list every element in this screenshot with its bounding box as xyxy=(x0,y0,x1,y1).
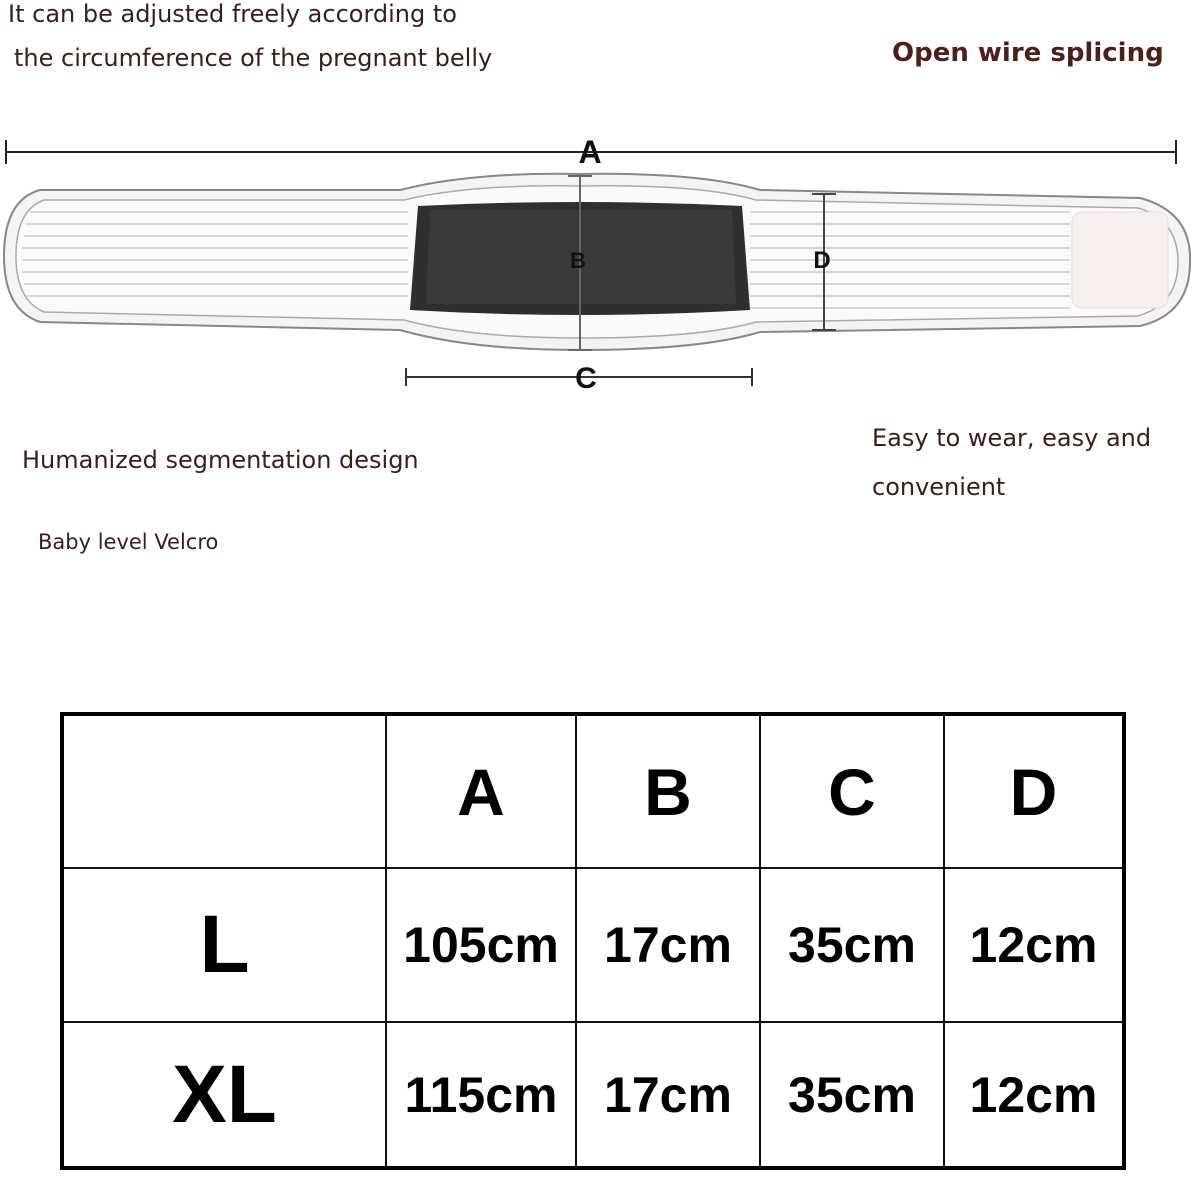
dimension-c-line xyxy=(405,368,753,386)
dimension-a-line xyxy=(5,140,1177,164)
size-table-corner-cell xyxy=(61,713,387,869)
table-cell: 115cm xyxy=(385,1021,577,1169)
table-cell: 17cm xyxy=(575,867,761,1023)
caption-open-wire-splicing: Open wire splicing xyxy=(892,38,1164,68)
caption-humanized-design: Humanized segmentation design xyxy=(22,446,419,474)
velcro-pad xyxy=(1071,211,1169,309)
caption-baby-level-velcro: Baby level Velcro xyxy=(38,530,219,554)
table-cell: 35cm xyxy=(759,1021,945,1169)
dimension-b-line xyxy=(568,175,592,351)
size-table: A B C D L 105cm 17cm 35cm 12cm XL 115cm … xyxy=(60,712,1126,1170)
column-header-c: C xyxy=(759,713,945,869)
dimension-d-label: D xyxy=(813,247,830,274)
table-row: L 105cm 17cm 35cm 12cm xyxy=(61,867,1125,1023)
column-header-b: B xyxy=(575,713,761,869)
caption-adjustable-line-2: the circumference of the pregnant belly xyxy=(14,44,493,72)
dimension-b-label: B xyxy=(570,248,586,273)
table-cell: 12cm xyxy=(943,1021,1125,1169)
table-row: XL 115cm 17cm 35cm 12cm xyxy=(61,1021,1125,1169)
dimension-c-label: C xyxy=(575,362,597,395)
belt-diagram: A B D xyxy=(2,134,1192,395)
size-label-l: L xyxy=(61,867,387,1023)
size-table-header-row: A B C D xyxy=(61,713,1125,869)
dimension-d-line xyxy=(812,193,836,331)
caption-easy-to-wear-line-2: convenient xyxy=(872,473,1006,501)
left-stripes xyxy=(22,211,408,297)
caption-easy-to-wear-line-1: Easy to wear, easy and xyxy=(872,424,1152,452)
dimension-a-label: A xyxy=(578,134,601,170)
table-cell: 105cm xyxy=(385,867,577,1023)
right-stripes xyxy=(750,211,1070,309)
table-cell: 17cm xyxy=(575,1021,761,1169)
size-label-xl: XL xyxy=(61,1021,387,1169)
table-cell: 35cm xyxy=(759,867,945,1023)
table-cell: 12cm xyxy=(943,867,1125,1023)
column-header-d: D xyxy=(943,713,1125,869)
caption-adjustable-line-1: It can be adjusted freely according to xyxy=(8,0,457,28)
column-header-a: A xyxy=(385,713,577,869)
